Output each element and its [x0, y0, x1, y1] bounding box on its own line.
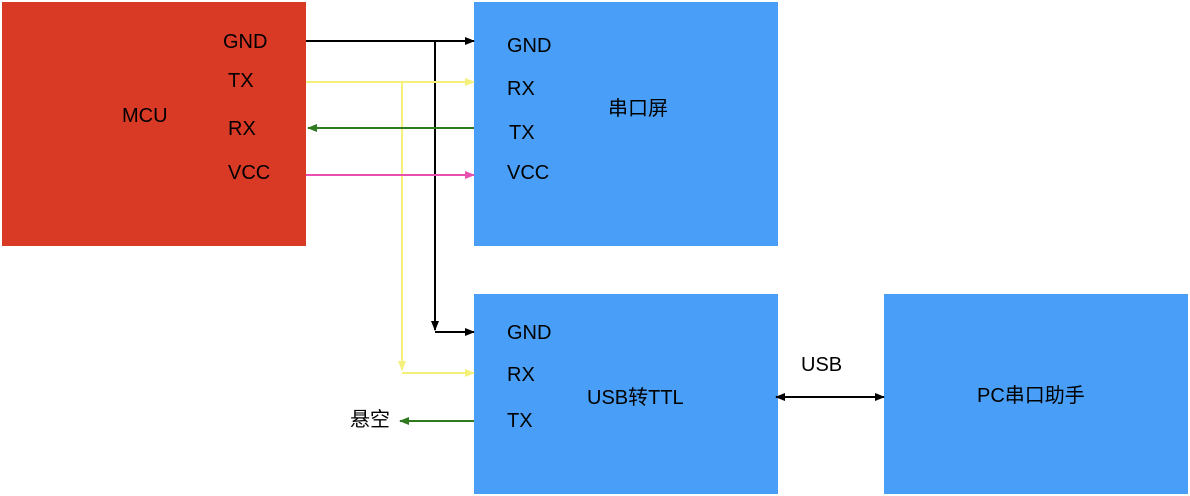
screen-pin-rx: RX: [507, 78, 535, 100]
mcu-pin-vcc: VCC: [228, 162, 271, 184]
usb-ttl-name: USB转TTL: [587, 387, 684, 409]
mcu-pin-tx: TX: [228, 70, 254, 92]
usb-ttl-block: [474, 294, 778, 494]
mcu-name: MCU: [122, 105, 168, 127]
usb-ttl-pin-gnd: GND: [507, 322, 552, 344]
screen-pin-vcc: VCC: [507, 162, 550, 184]
floating-label: 悬空: [350, 409, 390, 431]
screen-pin-gnd: GND: [507, 35, 552, 57]
pc-serial-assistant-block: [884, 294, 1188, 494]
mcu-pin-rx: RX: [228, 118, 256, 140]
mcu-pin-gnd: GND: [223, 31, 268, 53]
mcu-block: [2, 2, 306, 246]
usb-ttl-pin-tx: TX: [507, 410, 533, 432]
usb-link-label: USB: [801, 354, 843, 376]
usb-ttl-pin-rx: RX: [507, 364, 535, 386]
serial-screen-name: 串口屏: [608, 98, 668, 120]
pc-serial-assistant-name: PC串口助手: [977, 385, 1085, 407]
screen-pin-tx: TX: [509, 122, 535, 144]
serial-screen-block: [474, 2, 778, 246]
